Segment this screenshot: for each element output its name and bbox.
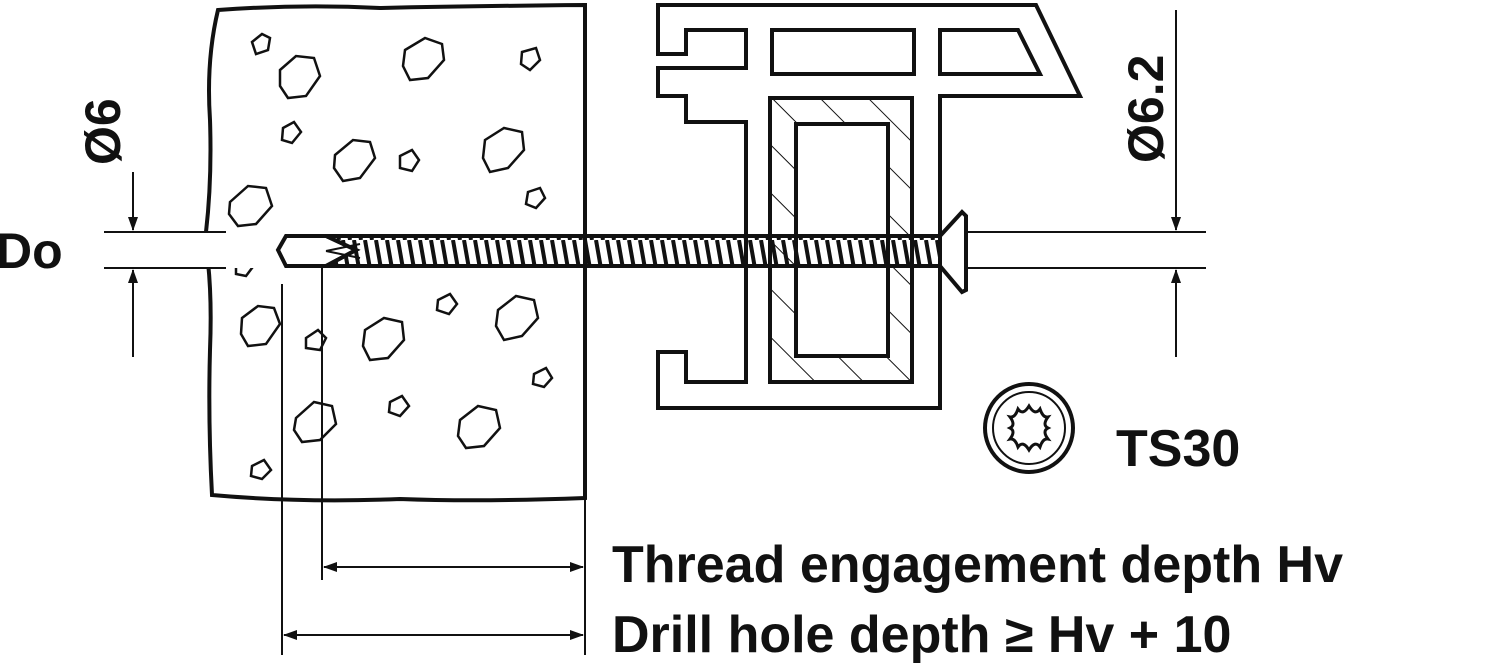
drive-label: TS30: [1116, 420, 1240, 478]
profile-chamber-2: [938, 28, 1044, 76]
thread-depth-label: Thread engagement depth Hv: [612, 536, 1343, 594]
screw: [275, 209, 968, 295]
drill-hole: [200, 232, 280, 268]
drill-depth-label: Drill hole depth ≥ Hv + 10: [612, 606, 1231, 664]
screw-diameter-label: Ø6.2: [1118, 55, 1174, 163]
aluminium-profile: [656, 3, 1084, 410]
screw-shank: [325, 234, 942, 268]
profile-chamber-1: [770, 28, 916, 76]
dimension-lines: [104, 10, 1206, 655]
aggregate-stones: [227, 32, 554, 481]
screw-head: [938, 209, 968, 295]
drill-diameter-label: Do: [0, 223, 63, 279]
torx-icon: [983, 382, 1075, 474]
wall-diameter-label: Ø6: [75, 98, 131, 165]
